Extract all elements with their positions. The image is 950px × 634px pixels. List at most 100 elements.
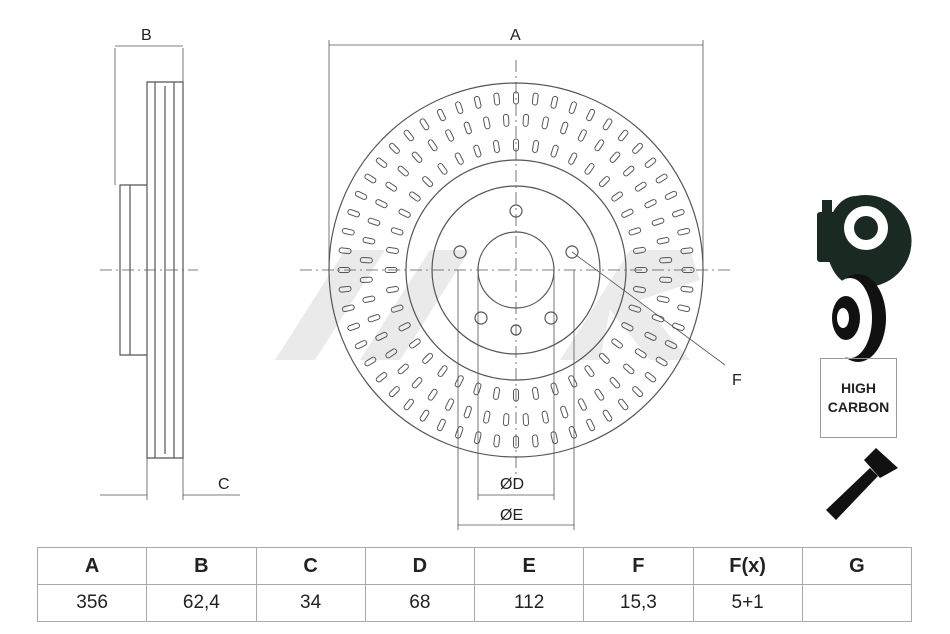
vent-slot [680,247,694,255]
vent-slot [672,322,685,331]
value-cell: 356 [36,584,148,622]
vent-slot [634,181,647,192]
vent-slot [611,338,623,349]
badge-line-1: HIGH [840,380,876,396]
vent-slot [397,165,409,177]
value-cell: 68 [364,584,476,622]
header-cell: C [255,547,366,585]
vent-slot [483,116,491,130]
vent-slot [609,151,621,163]
watermark-logo [275,250,700,360]
vent-slot [550,144,559,158]
vent-slot [602,409,613,422]
vent-slot [594,388,605,401]
vent-slot [598,352,610,364]
vent-slot [403,398,414,411]
vent-slot [386,246,399,254]
vent-slot [359,276,373,284]
header-cell: F(x) [692,547,803,585]
vent-slot [398,322,411,332]
vent-slot [473,431,482,445]
vent-slot [651,217,665,226]
vent-slot [403,129,414,142]
vent-slot [409,338,421,349]
table-header-row: A B C D E F F(x) G [36,547,913,585]
vent-slot [594,139,605,152]
vent-slot [655,173,668,184]
value-cell: 15,3 [583,584,694,622]
badge-line-2: CARBON [827,399,890,415]
vent-slot [454,375,464,388]
vent-slot [354,340,368,350]
vent-slot [541,116,549,130]
vent-slot [656,237,670,245]
vent-slot [541,410,549,424]
vent-slot [560,405,569,419]
vent-slot [455,426,464,439]
value-cell: 112 [473,584,585,622]
vent-slot [664,340,678,350]
vent-slot [644,331,657,341]
dimension-label-d: ØD [500,476,524,493]
vent-slot [422,176,434,188]
header-cell: F [583,547,694,585]
vent-slot [633,246,646,254]
vent-slot [672,209,685,218]
vent-slot [385,181,398,192]
vent-slot [560,121,569,135]
vent-slot [598,176,610,188]
vent-slot [463,121,472,135]
vent-slot [531,434,539,448]
vent-slot [367,314,381,323]
vent-slot [364,173,377,184]
vent-slot [390,227,404,236]
vent-slot [584,365,595,377]
vent-slot [354,190,368,200]
vent-slot [437,163,448,175]
vent-slot [550,382,559,396]
vent-slot [602,118,613,131]
vent-slot [419,118,430,131]
vent-slot [550,95,559,109]
header-cell: E [473,547,585,585]
vent-slot [427,388,438,401]
vent-slot [419,409,430,422]
high-carbon-badge: HIGH CARBON [820,358,897,438]
vent-slot [341,227,355,236]
vent-slot [493,434,501,448]
screw-icon [826,448,898,520]
vent-slot [437,365,448,377]
vent-slot [422,352,434,364]
vent-slot [522,113,530,127]
vent-slot [632,142,644,154]
vent-slot [532,387,540,400]
vent-slot [409,191,421,202]
vent-slot [397,363,409,375]
vent-slot [388,142,400,154]
vent-slot [531,92,539,106]
vent-slot [628,227,642,236]
vent-slot [618,129,629,142]
vent-slot [532,140,540,153]
vent-slot [483,410,491,424]
vent-slot [338,247,352,255]
vent-slot [502,413,510,427]
vent-slot [584,163,595,175]
vent-slot [385,348,398,359]
value-cell: 34 [255,584,366,622]
value-cell [801,584,913,622]
vent-slot [664,190,678,200]
dimension-label-a: A [510,27,521,44]
header-cell: B [146,547,257,585]
vent-slot [411,377,423,389]
value-cell: 62,4 [146,584,257,622]
vent-slot [341,304,355,313]
vent-slot [632,386,644,398]
vent-slot [364,356,377,367]
vent-slot [362,295,376,303]
vent-slot [473,382,482,396]
vented-disc-icon [828,274,886,362]
vent-slot [621,322,634,332]
header-cell: D [364,547,476,585]
vent-slot [493,92,501,106]
